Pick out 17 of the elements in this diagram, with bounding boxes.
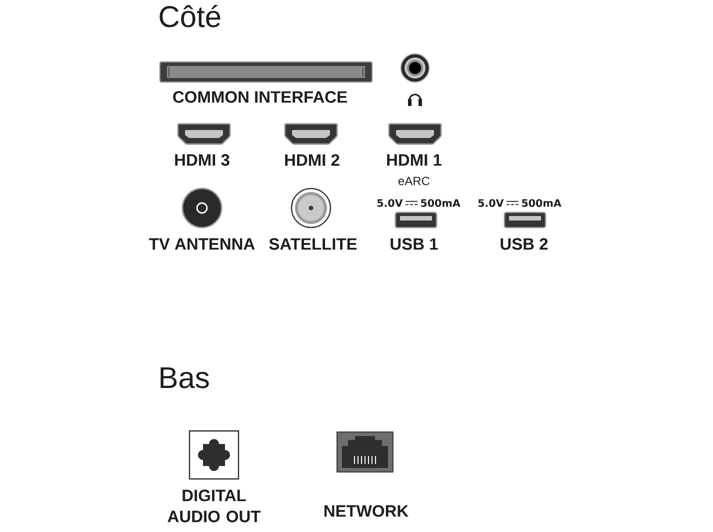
port-label: USB 2 (500, 238, 548, 250)
voltage-label: 500mA (522, 199, 562, 207)
port-label: USB 1 (390, 238, 438, 250)
section-heading: Côté (160, 4, 220, 28)
port-label: HDMI 3 (175, 154, 230, 166)
port-label: COMMON INTERFACE (173, 91, 347, 103)
port-label: SATELLITE (269, 238, 357, 250)
port-label: HDMI 2 (285, 154, 340, 166)
port-label: HDMI 1 (387, 154, 442, 166)
voltage-label: 5.0V (377, 199, 403, 207)
port-label: TV ANTENNA (149, 238, 255, 250)
voltage-label: 5.0V (478, 199, 504, 207)
port-label: DIGITAL AUDIO OUT (168, 490, 261, 522)
port-note: eARC (398, 176, 430, 186)
section-heading: Bas (160, 367, 209, 388)
port-label: NETWORK (324, 505, 408, 517)
voltage-label: 500mA (421, 199, 460, 207)
